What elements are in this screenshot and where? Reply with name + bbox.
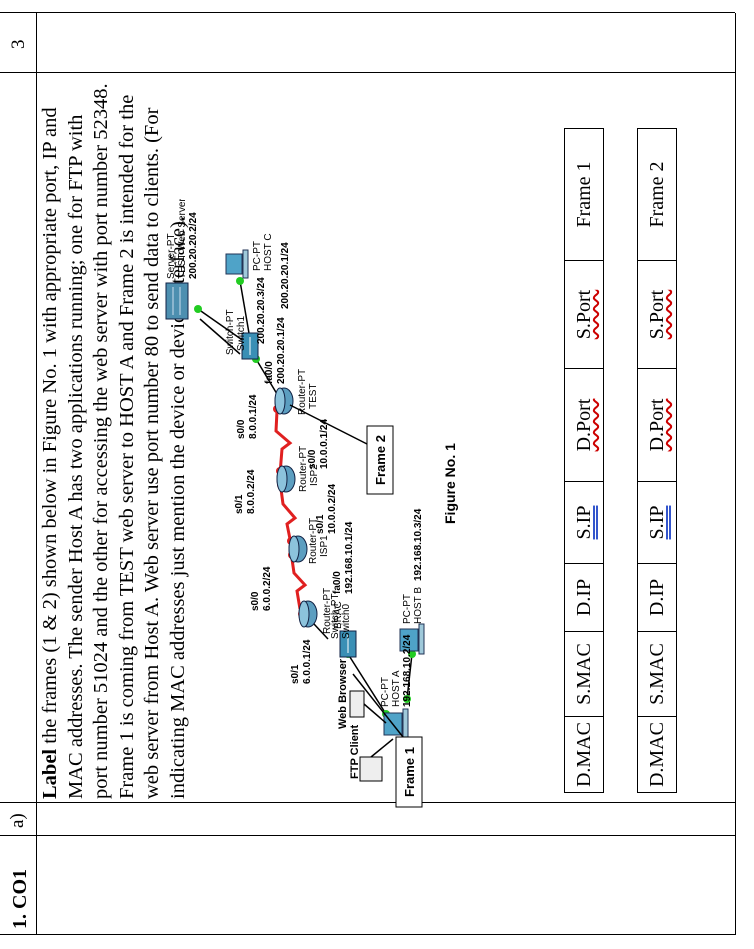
pc-host-b-icon: [399, 623, 425, 655]
host-a-ip: 192.168.10.2/24: [402, 634, 413, 707]
frame2-sport-label: S.Port: [645, 289, 668, 340]
col-divider: [0, 72, 735, 73]
host-b-ip: 192.168.10.3/24: [413, 508, 424, 581]
page-right-rule: [0, 12, 735, 13]
test-s00: s0/0: [236, 419, 247, 439]
switch1-name: Switch1: [236, 316, 247, 351]
frame1-callout-label: Frame 1: [402, 747, 417, 797]
switch0-name: Switch0: [341, 604, 352, 639]
frame1-cell-dip: D.IP: [564, 563, 604, 632]
ftp-client-label: FTP Client: [349, 724, 361, 779]
test-type: Router-PT: [297, 369, 308, 415]
page-left-rule: [0, 934, 735, 935]
test-name: TEST: [308, 383, 319, 409]
host-b-name: HOST B: [413, 587, 424, 624]
isp1-type: Router-PT: [308, 518, 319, 564]
serial-link-brac-isp1: [290, 558, 308, 610]
isp2-s01-ip: 8.0.0.2/24: [246, 469, 257, 514]
brac-s01: s0/1: [290, 664, 301, 684]
brac-fa00: fa0/0: [332, 571, 343, 594]
isp2-s00-ip: 10.0.0.1/24: [319, 419, 330, 469]
router-isp2-icon: [276, 465, 296, 493]
ftp-client-app-box: [359, 756, 383, 782]
isp2-s01: s0/1: [234, 494, 245, 514]
isp2-type: Router-PT: [298, 446, 309, 492]
switch0-type: Switch-PT: [330, 593, 341, 639]
table-row: D.MAC S.MAC D.IP S.IP D.Port S.Port Fram…: [637, 128, 677, 793]
frame1-cell-sip: S.IP: [564, 481, 604, 564]
isp2-name: ISP2: [309, 464, 320, 486]
frame1-sport-label: S.Port: [572, 289, 595, 340]
router-isp1-icon: [288, 535, 308, 563]
host-c-name: HOST C: [263, 233, 274, 271]
table-row: D.MAC S.MAC D.IP S.IP D.Port S.Port Fram…: [564, 128, 604, 793]
label-keyword: Label: [39, 748, 61, 799]
server-icon: [165, 282, 189, 320]
question-part: a): [7, 813, 28, 828]
pc-host-c-icon: [225, 249, 249, 279]
frame1-cell-smac: S.MAC: [564, 631, 604, 717]
brac-fa00-ip: 192.168.10.1/24: [344, 521, 355, 594]
frame2-sip-label: S.IP: [645, 505, 668, 540]
frame1-sip-label: S.IP: [572, 505, 595, 540]
web-browser-label: Web Browser: [337, 658, 349, 729]
pc-host-a-icon: [383, 708, 409, 740]
isp1-s00: s0/0: [250, 591, 261, 611]
isp2-s00: s0/0: [307, 449, 318, 469]
server-name: TEST Web Server: [177, 199, 188, 279]
isp1-s01: s0/1: [315, 514, 326, 534]
host-c-ip: 200.20.20.3/24: [256, 277, 267, 344]
frame1-callout: [395, 736, 423, 808]
host-a-type: PC-PT: [380, 677, 391, 707]
question-marks: 3: [8, 39, 29, 50]
question-number: 1. CO1: [9, 869, 31, 929]
frame1-cell-dport: D.Port: [564, 368, 604, 482]
frame2-cell-dip: D.IP: [637, 563, 677, 632]
row-divider: [36, 13, 37, 935]
frame2-cell-name: Frame 2: [637, 128, 677, 261]
frame1-dport-label: D.Port: [572, 398, 595, 452]
router-test-icon: [274, 387, 294, 415]
frame1-table: D.MAC S.MAC D.IP S.IP D.Port S.Port Fram…: [564, 128, 604, 793]
brac-s01-ip: 6.0.0.1/24: [302, 639, 313, 684]
frame1-cell-name: Frame 1: [564, 128, 604, 261]
frame2-cell-smac: S.MAC: [637, 631, 677, 717]
page-bottom-rule: [735, 13, 736, 935]
gateway-ip: 200.20.20.1/24: [280, 242, 291, 309]
isp1-s00-ip: 6.0.0.2/24: [262, 566, 273, 611]
frame2-cell-sport: S.Port: [637, 260, 677, 369]
test-fa00: fa0/0: [264, 361, 275, 384]
frame2-cell-dport: D.Port: [637, 368, 677, 482]
host-b-type: PC-PT: [402, 594, 413, 624]
col-divider: [0, 835, 735, 836]
frame1-cell-dmac: D.MAC: [564, 716, 604, 793]
frame2-table: D.MAC S.MAC D.IP S.IP D.Port S.Port Fram…: [637, 128, 677, 793]
server-type: Server-PT: [166, 233, 177, 279]
frame2-callout: [366, 425, 394, 495]
serial-link-isp1-isp2: [279, 488, 298, 545]
frame1-cell-sport: S.Port: [564, 260, 604, 369]
test-s00-ip: 8.0.0.1/24: [248, 394, 259, 439]
web-browser-app-box: [349, 690, 365, 718]
frame2-cell-dmac: D.MAC: [637, 716, 677, 793]
brac-type: Router-PT: [322, 588, 333, 634]
server-ip: 200.20.20.2/24: [188, 212, 199, 279]
isp1-name: ISP1: [319, 535, 330, 557]
isp1-s01-ip: 10.0.0.2/24: [327, 484, 338, 534]
network-figure: Frame 1 Frame 2 FTP Client Web Browser P…: [165, 199, 458, 808]
serial-link-isp2-test: [274, 410, 293, 475]
switch0-icon: [339, 630, 357, 658]
frame2-callout-label: Frame 2: [373, 435, 388, 485]
frame2-dport-label: D.Port: [645, 398, 668, 452]
host-c-type: PC-PT: [252, 241, 263, 271]
brac-name: BRAC: [333, 601, 344, 629]
host-a-name: HOST A: [391, 670, 402, 707]
router-brac-icon: [298, 600, 318, 628]
switch1-type: Switch-PT: [225, 309, 236, 355]
figure-caption: Figure No. 1: [442, 443, 458, 524]
test-fa00-ip: 200.20.20.1/24: [276, 317, 287, 384]
frame2-cell-sip: S.IP: [637, 481, 677, 564]
switch1-icon: [241, 332, 259, 360]
